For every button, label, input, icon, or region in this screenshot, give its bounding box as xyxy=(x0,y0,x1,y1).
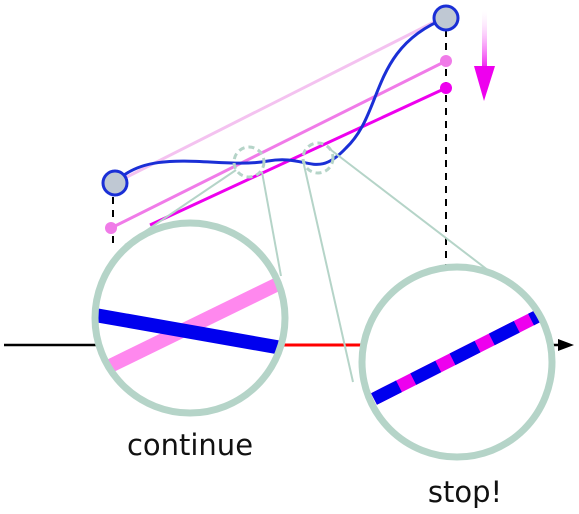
focus-circle-continue xyxy=(232,145,266,179)
curve-end-handle xyxy=(432,4,460,32)
pink-endpoint-left xyxy=(105,222,117,234)
magenta-endpoint-right xyxy=(440,82,452,94)
magnified-pink-line xyxy=(106,276,284,373)
connector-stop-b xyxy=(330,149,494,275)
magnifier-continue xyxy=(91,219,289,417)
arrow-shaft xyxy=(482,10,487,72)
magenta-line xyxy=(149,86,447,227)
curve-start-handle xyxy=(101,169,129,197)
label-stop: stop! xyxy=(428,475,502,509)
magnified-blue-line xyxy=(95,308,284,355)
arrow-down-icon xyxy=(474,66,495,101)
pink-endpoint-right xyxy=(440,55,452,67)
blue-curve xyxy=(113,16,447,185)
magnified-overlap-blue-dashes xyxy=(371,308,545,405)
focus-circle-stop xyxy=(301,141,335,175)
pink-line xyxy=(110,59,447,230)
connector-continue-b xyxy=(261,171,282,277)
magnifier-stop xyxy=(358,263,556,461)
connector-stop-a xyxy=(303,164,354,383)
label-continue: continue xyxy=(127,428,253,462)
axis-arrowhead-icon xyxy=(558,339,574,351)
light-pink-line xyxy=(114,14,447,185)
